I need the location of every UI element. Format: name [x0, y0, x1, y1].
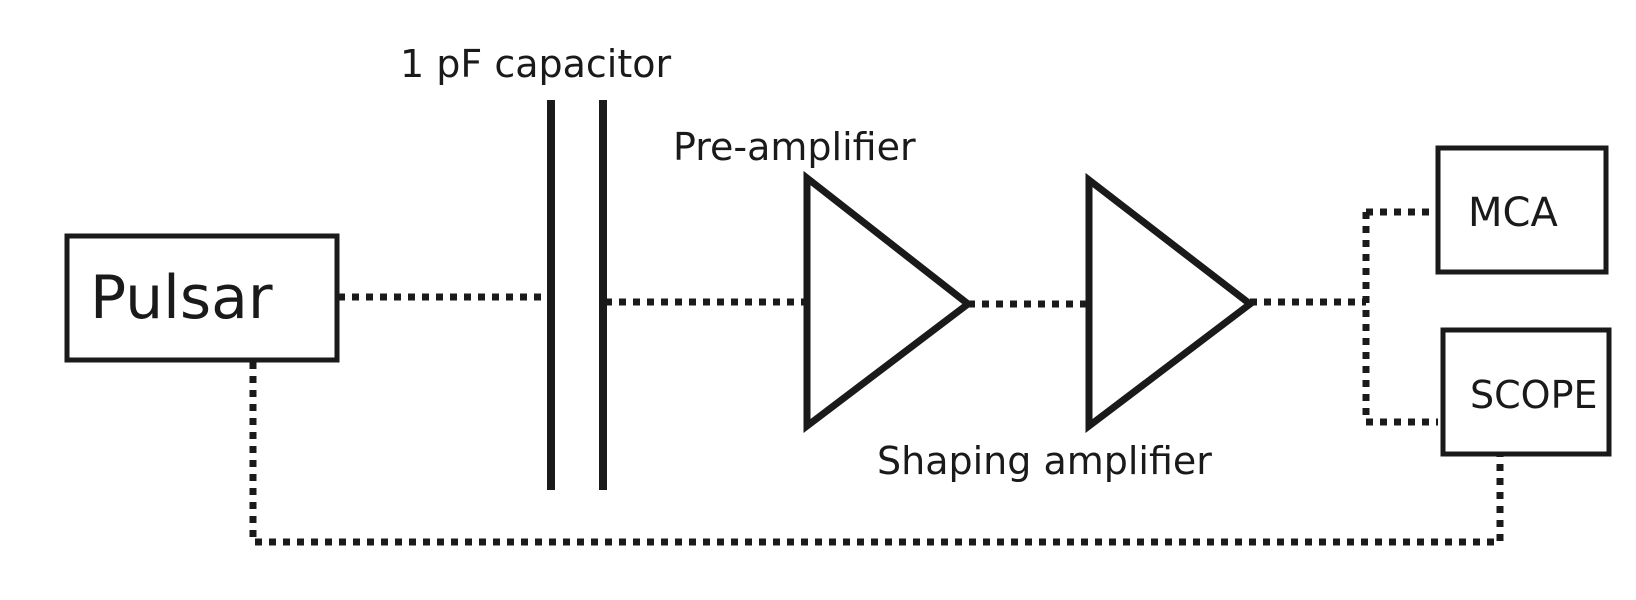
preamplifier-label: Pre-amplifier: [673, 125, 916, 169]
mca-box: [1435, 145, 1609, 275]
scope-box: [1440, 327, 1612, 457]
pulsar-box: [64, 233, 340, 363]
pulsar-label: Pulsar: [90, 263, 273, 333]
scope-label: SCOPE: [1470, 373, 1598, 417]
preamplifier-symbol: [803, 170, 974, 434]
mca-label: MCA: [1468, 190, 1558, 236]
shaping-amplifier-label: Shaping amplifier: [877, 439, 1212, 483]
shaping-amplifier-symbol: [1085, 172, 1256, 434]
capacitor-label: 1 pF capacitor: [400, 42, 671, 86]
wire-pulsar-to-scope-trigger: [249, 362, 1504, 546]
